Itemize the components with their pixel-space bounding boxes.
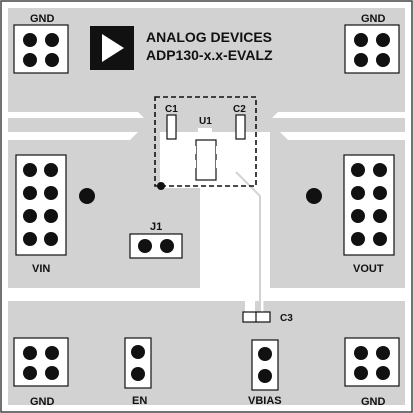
c2-footprint	[235, 114, 246, 140]
pin1-marker	[157, 182, 165, 190]
c2-label: C2	[233, 104, 246, 115]
gnd-header-bottom-left	[13, 337, 69, 387]
vin-header	[15, 154, 67, 256]
gnd-header-top-left	[13, 24, 69, 74]
gnd-header-top-right	[344, 24, 400, 74]
vin-label: VIN	[32, 263, 50, 275]
mounting-hole-right	[306, 188, 322, 204]
vbias-header	[251, 339, 279, 391]
gnd-label-top-right: GND	[361, 13, 386, 25]
gnd-label-top-left: GND	[30, 13, 55, 25]
gnd-label-bottom-left: GND	[30, 396, 55, 408]
vout-label: VOUT	[353, 263, 384, 275]
c3-label: C3	[280, 313, 293, 324]
gnd-header-bottom-right	[344, 337, 400, 387]
j1-label: J1	[150, 221, 162, 233]
vbias-label: VBIAS	[248, 395, 282, 407]
u1-label: U1	[199, 116, 212, 127]
u1-keepout-box	[154, 96, 257, 187]
brand-text: ANALOG DEVICES	[146, 29, 272, 45]
model-text: ADP130-x.x-EVALZ	[146, 47, 273, 63]
top-connector-strip	[8, 118, 405, 132]
analog-devices-logo	[90, 26, 134, 70]
en-label: EN	[132, 395, 147, 407]
mounting-hole-left	[79, 188, 95, 204]
gnd-label-bottom-right: GND	[361, 396, 386, 408]
clearance-channels	[8, 112, 405, 300]
traces	[235, 171, 261, 312]
bottom-ground-plane	[8, 300, 405, 405]
c1-label: C1	[165, 104, 178, 115]
en-header	[124, 337, 152, 389]
c1-footprint	[166, 114, 177, 140]
vout-header	[343, 154, 395, 256]
c3-footprint	[242, 311, 271, 323]
u1-package	[176, 128, 234, 181]
j1-header	[129, 233, 183, 259]
